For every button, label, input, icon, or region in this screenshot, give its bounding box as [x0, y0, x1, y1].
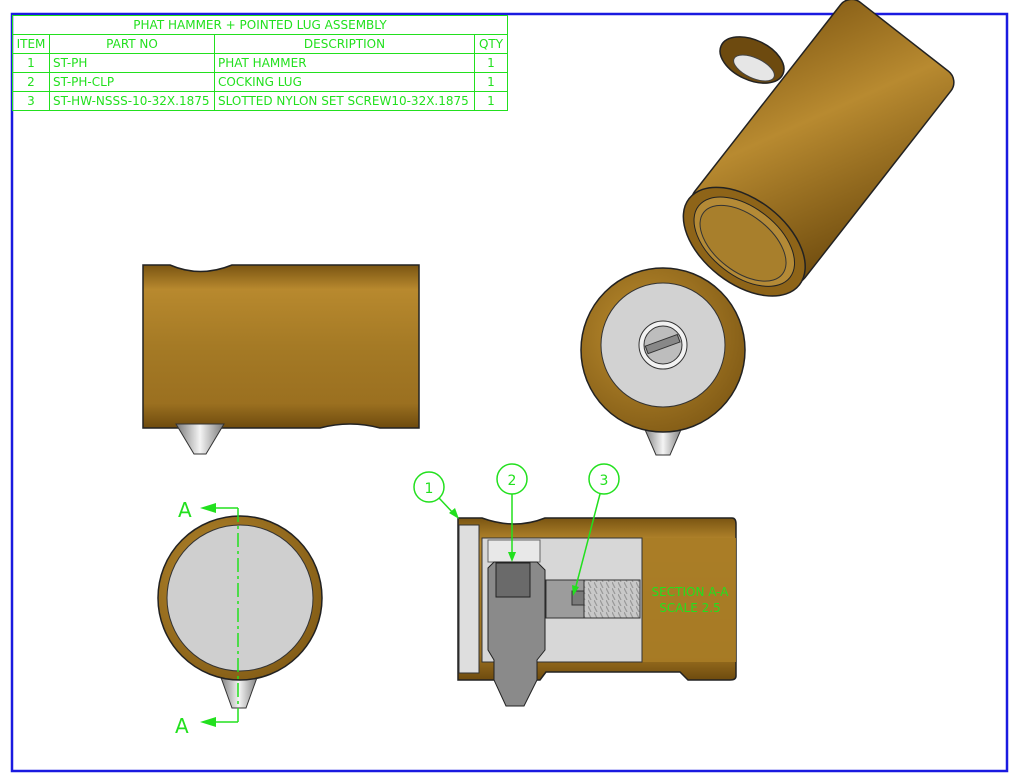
table-row: 3 ST-HW-NSSS-10-32X.1875 SLOTTED NYLON S… — [12, 91, 508, 111]
cell-part-no: ST-PH — [49, 53, 215, 73]
section-cut-view: A A — [157, 498, 323, 738]
cell-part-no: ST-HW-NSSS-10-32X.1875 — [49, 91, 215, 111]
cell-item: 3 — [12, 91, 50, 111]
header-part-no: PART NO — [49, 34, 215, 54]
sheet-border — [10, 12, 1009, 773]
balloon-1: 1 — [413, 471, 459, 519]
bom-title: PHAT HAMMER + POINTED LUG ASSEMBLY — [12, 15, 508, 35]
bom-header-row: ITEM PART NO DESCRIPTION QTY — [12, 34, 508, 54]
cell-qty: 1 — [474, 53, 508, 73]
table-row: 1 ST-PH PHAT HAMMER 1 — [12, 53, 508, 73]
svg-text:3: 3 — [600, 473, 609, 489]
cell-description: PHAT HAMMER — [214, 53, 475, 73]
end-view — [580, 267, 746, 456]
arrow-left-icon — [200, 503, 216, 513]
section-title: SECTION A-A — [652, 585, 730, 599]
cut-label-top: A — [178, 498, 192, 522]
svg-text:2: 2 — [508, 473, 517, 489]
balloon-3: 3 — [572, 463, 620, 596]
header-description: DESCRIPTION — [214, 34, 475, 54]
cell-part-no: ST-PH-CLP — [49, 72, 215, 92]
front-view — [142, 264, 420, 455]
cell-qty: 1 — [474, 91, 508, 111]
isometric-view — [682, 0, 955, 297]
svg-text:1: 1 — [425, 481, 434, 497]
balloon-2: 2 — [496, 463, 528, 562]
cell-description: COCKING LUG — [214, 72, 475, 92]
header-item: ITEM — [12, 34, 50, 54]
section-a-a-view — [457, 517, 737, 707]
section-scale: SCALE 2.5 — [659, 601, 720, 615]
bill-of-materials-table: PHAT HAMMER + POINTED LUG ASSEMBLY ITEM … — [12, 15, 508, 111]
cell-item: 2 — [12, 72, 50, 92]
cut-label-bottom: A — [175, 714, 189, 738]
header-qty: QTY — [474, 34, 508, 54]
cell-description: SLOTTED NYLON SET SCREW10-32X.1875 — [214, 91, 475, 111]
table-row: 2 ST-PH-CLP COCKING LUG 1 — [12, 72, 508, 92]
cell-qty: 1 — [474, 72, 508, 92]
arrow-left-icon — [200, 717, 216, 727]
cell-item: 1 — [12, 53, 50, 73]
